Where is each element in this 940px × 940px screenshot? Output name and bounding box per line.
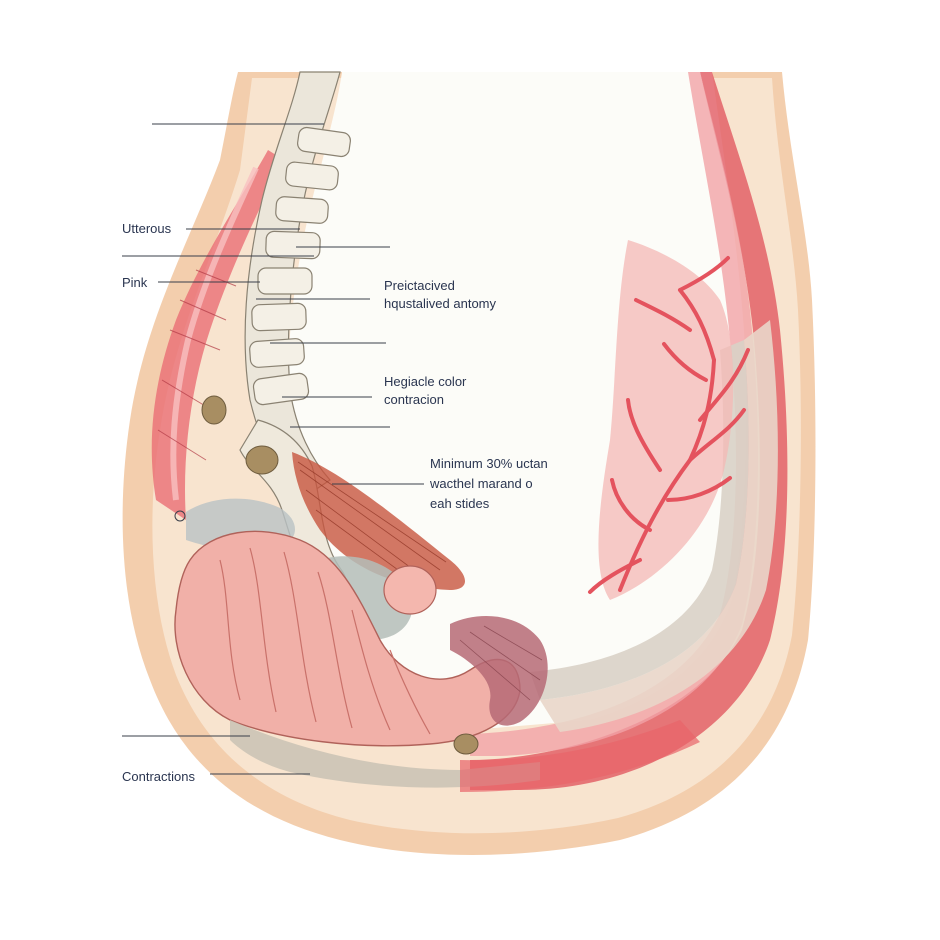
cervix-cluster [450,616,548,726]
cervix-fan [450,616,548,726]
label-minimum-2: wacthel marand o [429,476,533,491]
blood-vessel-branches [588,256,750,594]
label-contractions: Contractions [122,769,195,784]
wall-striated-band [540,320,778,732]
labels: Utterous Pink Preictacived hqustalived a… [122,221,548,784]
pelvic-muscle-fan [292,452,465,590]
label-hegiacle-2: contracion [384,392,444,407]
vascular-tissue-patch [598,240,734,600]
uterine-wall-right [470,72,788,790]
vertebrae [249,126,351,406]
bladder [383,565,437,615]
left-muscle-strip [151,150,284,520]
label-pink: Pink [122,275,148,290]
label-uterus: Utterous [122,221,172,236]
intestine [174,530,521,747]
intestine-folds [219,547,431,735]
spine [201,71,351,592]
label-hegiacle-1: Hegiacle color [384,374,467,389]
label-preactive-1: Preictacived [384,278,455,293]
lumbar-node [201,395,227,425]
left-muscle-highlight [170,166,259,501]
label-preactive-2: hqustalived antomy [384,296,497,311]
wall-grey-lining [530,340,749,700]
lower-node [453,733,479,755]
lower-red-band [460,720,700,792]
vascular-tissue [588,240,750,600]
label-minimum-3: eah stides [430,496,490,511]
label-minimum-1: Minimum 30% uctan [430,456,548,471]
sacral-node [245,445,279,475]
lower-membranes [230,720,700,792]
leader-lines [122,123,424,775]
small-marker-circle [174,510,186,522]
